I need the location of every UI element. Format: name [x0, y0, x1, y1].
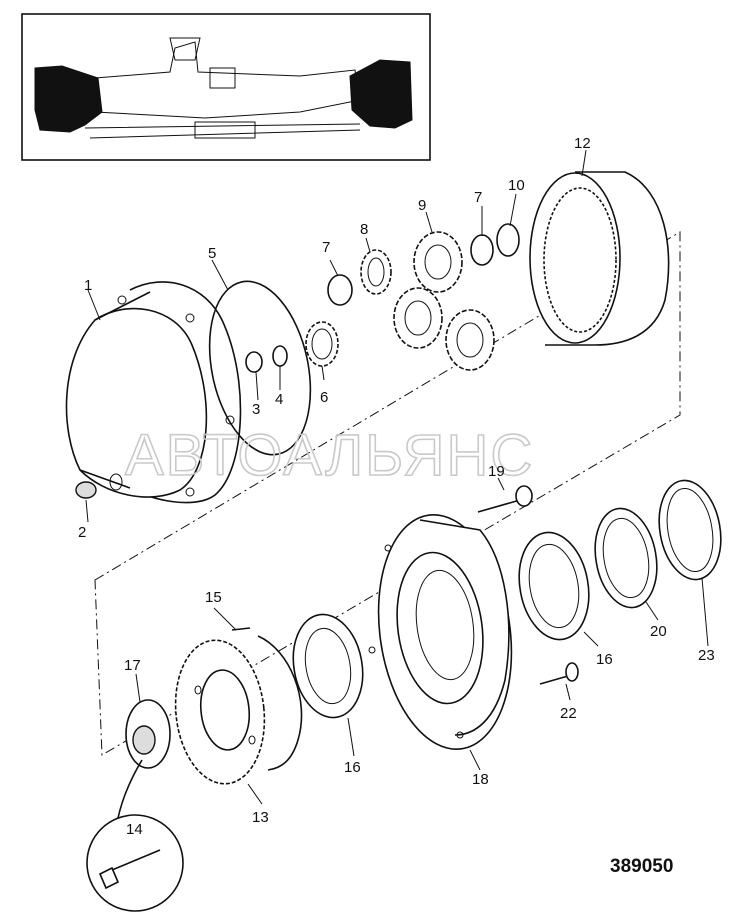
callout-5: 5 — [208, 245, 216, 262]
hub-bolt-small — [539, 662, 579, 685]
callout-23: 23 — [698, 647, 715, 664]
callout-1: 1 — [84, 277, 92, 294]
annulus-ring-gear — [529, 171, 670, 346]
circlip-small — [272, 345, 288, 367]
callout-10: 10 — [508, 177, 525, 194]
hub-bolt — [477, 485, 533, 513]
hub-gear-ring — [174, 639, 266, 785]
planet-gear-set — [327, 223, 520, 371]
callout-12: 12 — [574, 135, 591, 152]
callout-19: 19 — [488, 463, 505, 480]
callout-15: 15 — [205, 589, 222, 606]
callout-20: 20 — [650, 623, 667, 640]
retaining-plate — [125, 699, 171, 769]
callout-6: 6 — [320, 389, 328, 406]
callout-17: 17 — [124, 657, 141, 674]
callout-9: 9 — [418, 197, 426, 214]
callout-7-right: 7 — [474, 189, 482, 206]
callout-3: 3 — [252, 401, 260, 418]
callout-13: 13 — [252, 809, 269, 826]
drawing-number: 389050 — [610, 856, 673, 877]
oil-seal — [594, 507, 658, 609]
callout-22: 22 — [560, 705, 577, 722]
hub-circlip — [257, 635, 303, 771]
callout-14: 14 — [126, 821, 143, 838]
taper-bearing-outer — [518, 531, 590, 641]
drain-plug — [75, 473, 123, 499]
thrust-washer — [245, 351, 263, 373]
dust-seal — [658, 479, 722, 581]
callout-16-lower: 16 — [344, 759, 361, 776]
callout-labels: 1 5 3 4 6 7 8 9 7 10 12 2 19 15 17 13 16… — [78, 135, 715, 838]
wheel-hub — [368, 513, 513, 751]
o-ring — [208, 280, 312, 456]
callout-18: 18 — [472, 771, 489, 788]
assembly-frame-line — [94, 231, 681, 756]
axle-overview-inset — [21, 13, 431, 161]
hub-cover-housing — [65, 281, 242, 504]
callout-16-upper: 16 — [596, 651, 613, 668]
callout-7-left: 7 — [322, 239, 330, 256]
callout-8: 8 — [360, 221, 368, 238]
sun-gear — [305, 321, 339, 367]
leader-lines — [85, 149, 709, 805]
callout-2: 2 — [78, 524, 86, 541]
bolt-detail-bubble — [86, 759, 184, 912]
taper-bearing-inner — [292, 613, 364, 719]
watermark-text: АВТОАЛЬЯНС — [125, 423, 534, 488]
callout-4: 4 — [275, 391, 283, 408]
